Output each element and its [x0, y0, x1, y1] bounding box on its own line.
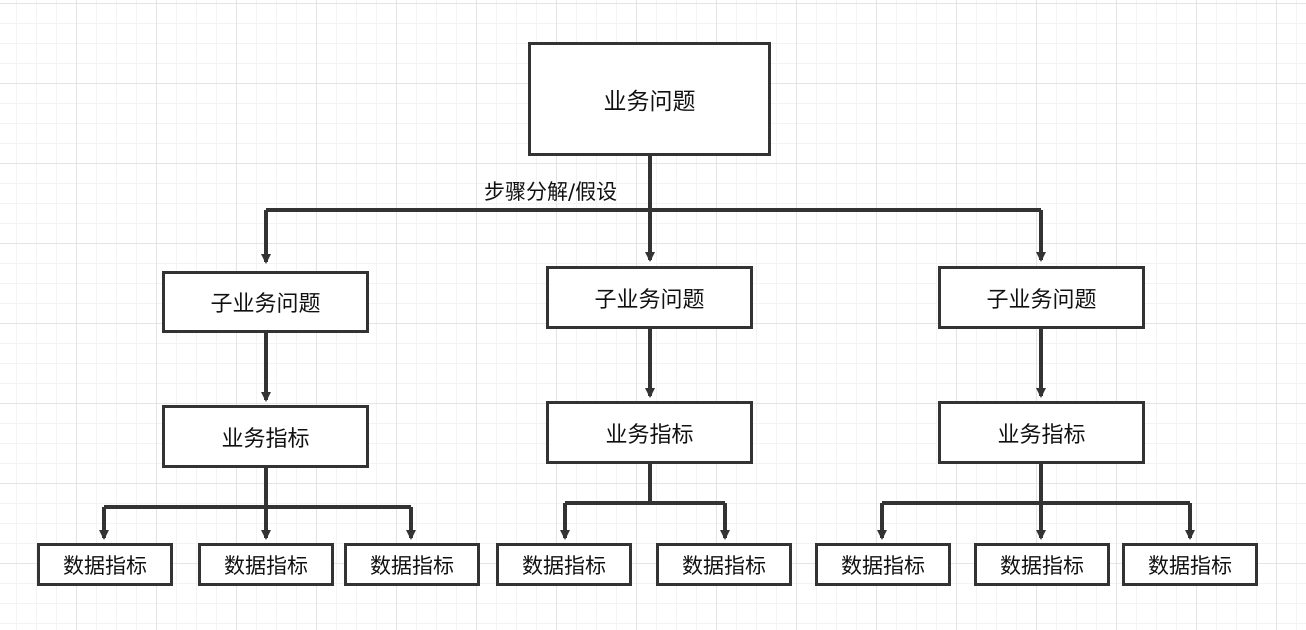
business-metric-node-2: 业务指标 [546, 401, 753, 464]
data-metric-node-1-1: 数据指标 [37, 543, 173, 586]
sub-problem-node-2: 子业务问题 [546, 266, 753, 329]
data-metric-node-3-2: 数据指标 [974, 543, 1110, 586]
data-metric-node-2-2: 数据指标 [656, 543, 792, 586]
data-metric-node-3-1: 数据指标 [815, 543, 951, 586]
data-metric-node-3-3: 数据指标 [1122, 543, 1258, 586]
data-metric-node-2-1: 数据指标 [496, 543, 632, 586]
decomposition-label: 步骤分解/假设 [484, 180, 618, 204]
sub-problem-node-3: 子业务问题 [938, 266, 1145, 329]
data-metric-node-1-2: 数据指标 [198, 543, 334, 586]
root-business-problem-node: 业务问题 [528, 42, 771, 156]
sub-problem-node-1: 子业务问题 [162, 271, 369, 333]
data-metric-node-1-3: 数据指标 [344, 543, 480, 586]
business-metric-node-3: 业务指标 [938, 401, 1145, 464]
business-metric-node-1: 业务指标 [162, 405, 369, 468]
